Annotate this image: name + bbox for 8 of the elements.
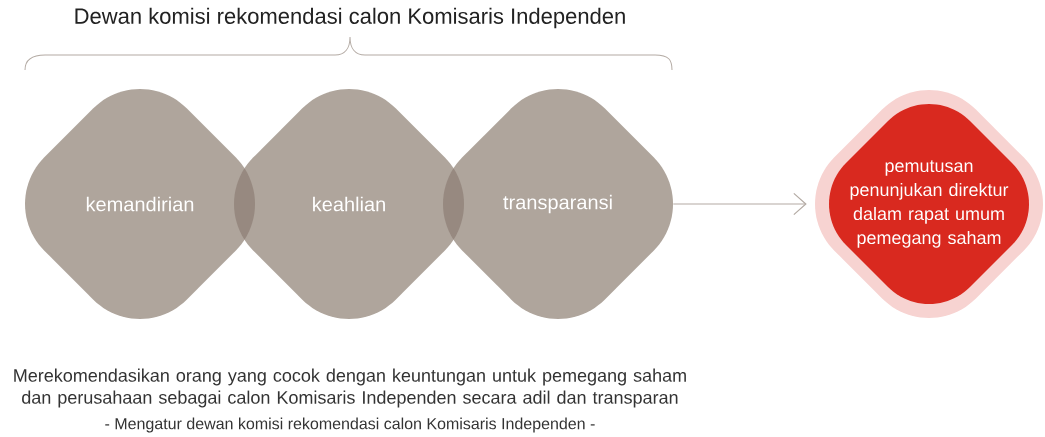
node-label: kemandirian: [86, 196, 194, 212]
description: Merekomendasikan orang yang cocok dengan keuntungan untuk pemegang saham dan perusahaan sebagai calon Komisaris Independen secara adil dan transparan: [14, 368, 686, 408]
title: Dewan komisi rekomendasi calon Komisaris Independen: [75, 7, 625, 29]
node-label: pemutusan penunjukan direktur dalam rapat umum pemegang saham: [850, 160, 1009, 248]
footer-note: - Mengatur dewan komisi rekomendasi calon Komisaris Independen -: [105, 417, 595, 433]
node-label: keahlian: [313, 196, 385, 212]
arrow: [672, 192, 807, 216]
node-label: transparansi: [503, 194, 612, 214]
